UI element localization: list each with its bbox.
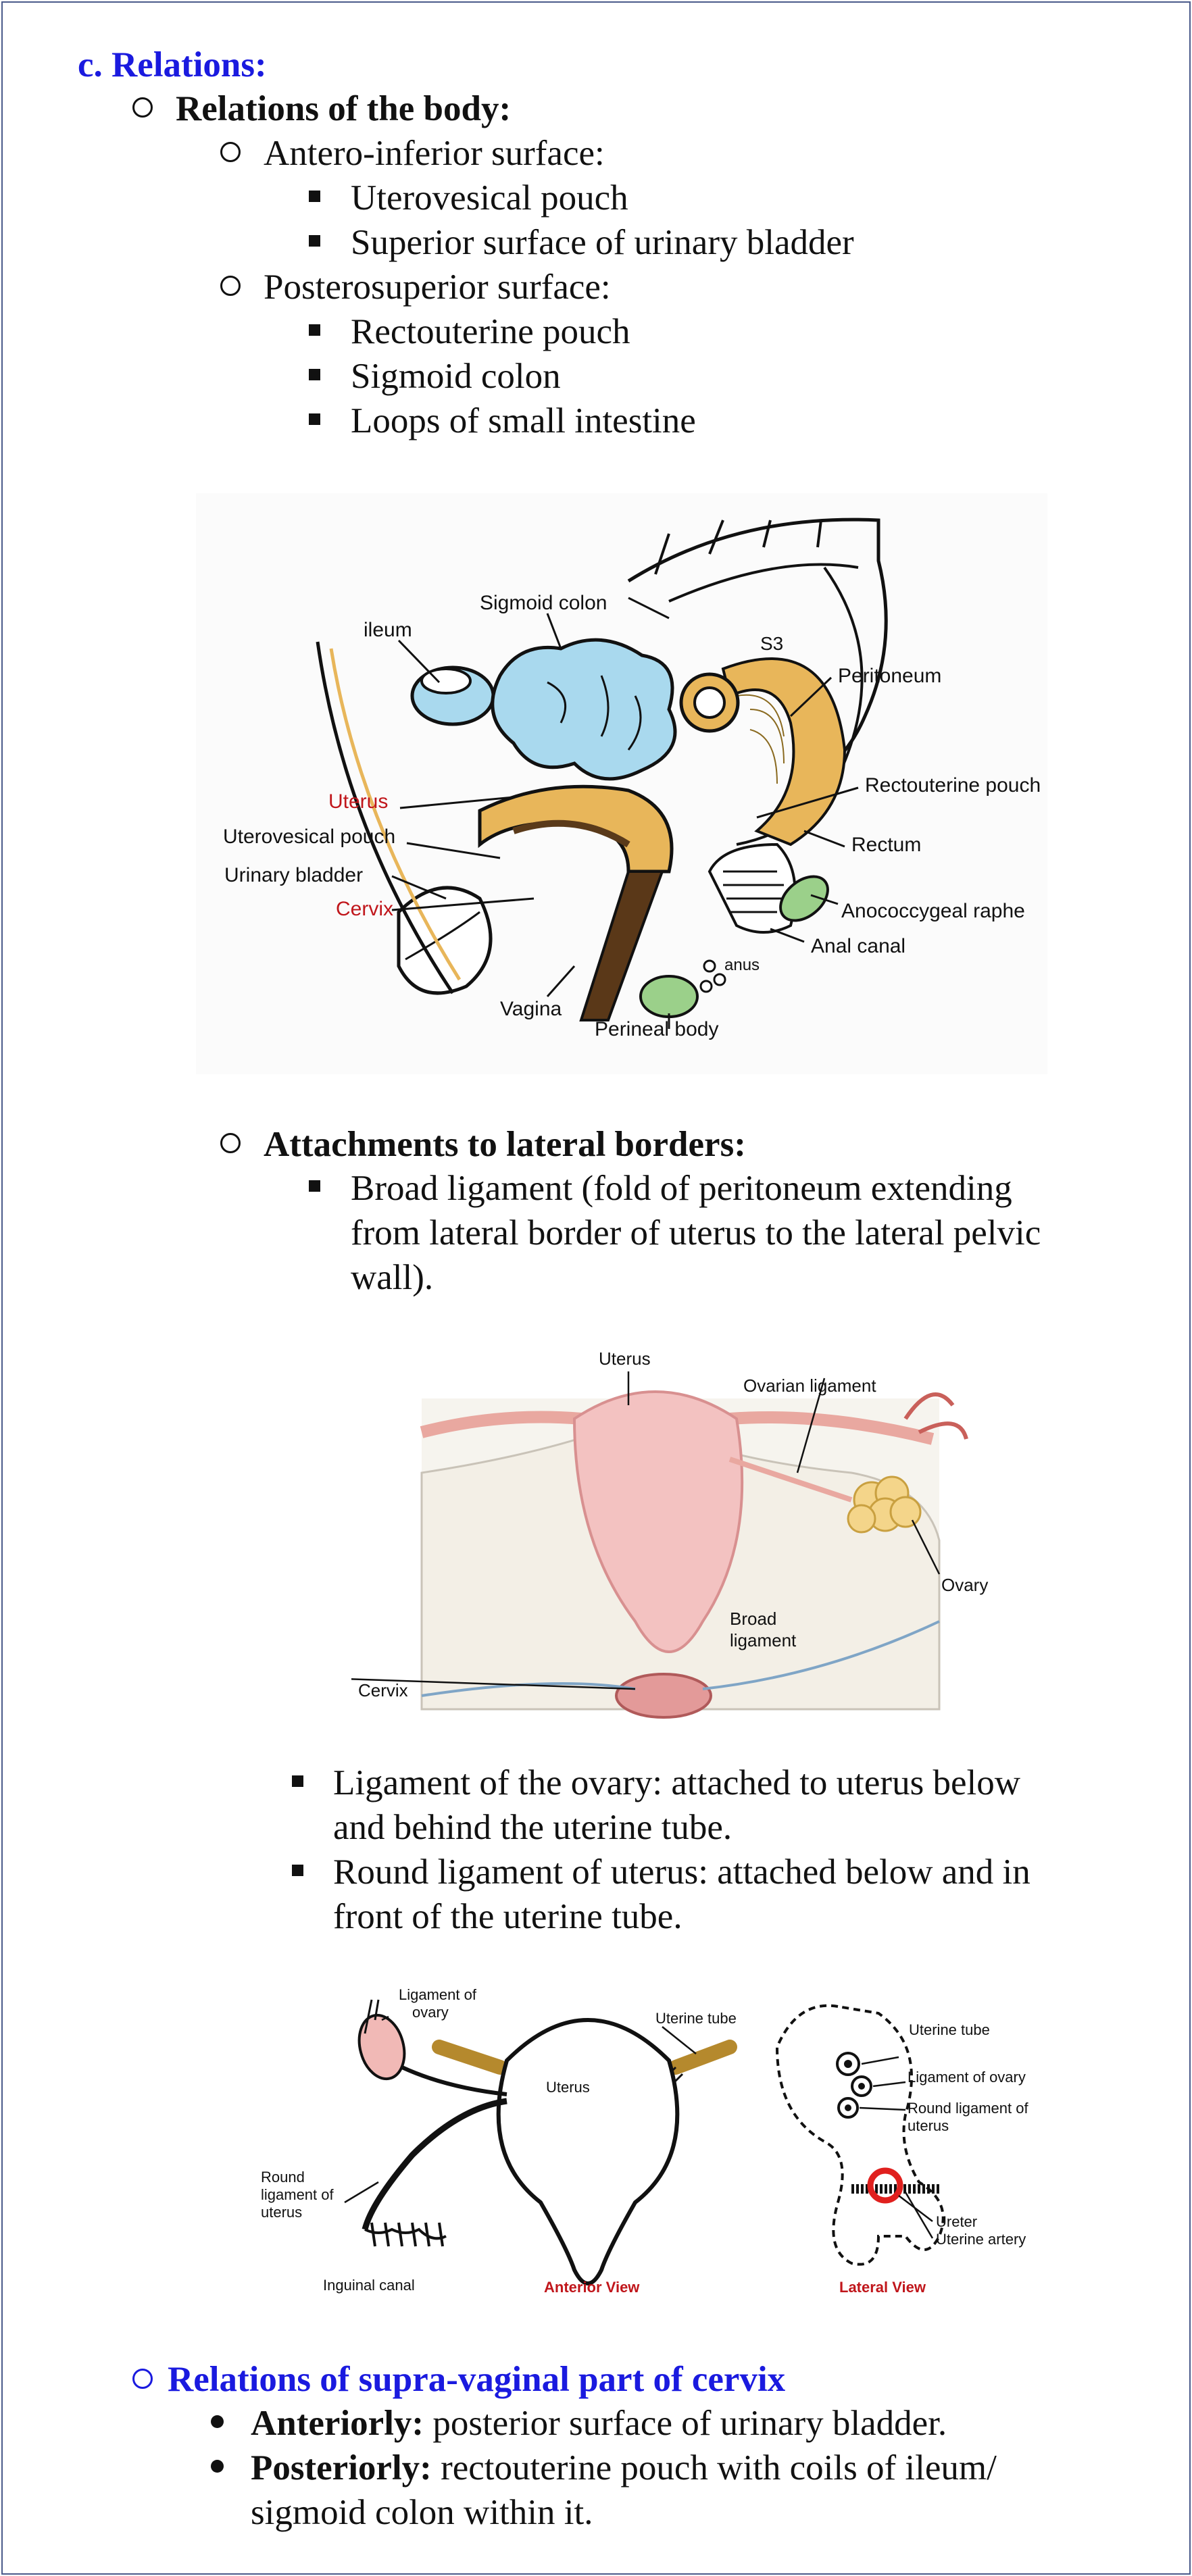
square-bullet-icon: [309, 235, 320, 247]
square-bullet-icon: [309, 324, 320, 336]
antero-inferior-label: Antero-inferior surface:: [264, 134, 605, 173]
label-round-line3: uterus: [261, 2204, 302, 2221]
ovary-ligament-text-line1: Ligament of the ovary: attached to uteru…: [333, 1763, 1020, 1802]
broad-ligament-text-line3: wall).: [351, 1258, 434, 1297]
round-bullet-icon: [211, 2460, 224, 2473]
label-anus: anus: [724, 956, 760, 974]
label-peritoneum: Peritoneum: [838, 665, 941, 687]
label-perineal-body: Perineal body: [595, 1018, 718, 1040]
broad-ligament-text-line1: Broad ligament (fold of peritoneum exten…: [351, 1169, 1012, 1208]
label-ligament-of-ovary-line2: ovary: [412, 2004, 449, 2021]
hollow-bullet-icon: [132, 97, 153, 118]
square-bullet-icon: [309, 413, 320, 425]
cervix-posteriorly-line2: sigmoid colon within it.: [251, 2493, 593, 2532]
list-item: Loops of small intestine: [351, 401, 696, 440]
hollow-bullet-icon: [220, 142, 241, 162]
label-broad-line2: ligament: [730, 1630, 797, 1650]
square-bullet-icon: [309, 1180, 320, 1192]
label-sigmoid-colon: Sigmoid colon: [480, 592, 607, 614]
label-uterovesical-pouch: Uterovesical pouch: [223, 826, 395, 848]
square-bullet-icon: [309, 369, 320, 380]
label-rectouterine-pouch: Rectouterine pouch: [865, 774, 1041, 797]
label-lateral-view: Lateral View: [839, 2279, 926, 2296]
label-uterus: Uterus: [599, 1348, 651, 1369]
label-ileum: ileum: [364, 619, 412, 641]
label-uterine-artery: Uterine artery: [936, 2231, 1026, 2248]
broad-ligament-figure: Uterus Ovarian ligament Ovary Broad liga…: [351, 1348, 988, 1719]
list-item: Sigmoid colon: [351, 357, 561, 396]
label-uterine-tube: Uterine tube: [655, 2010, 737, 2027]
round-ligament-text-line2: front of the uterine tube.: [333, 1897, 682, 1936]
label-vagina: Vagina: [500, 998, 562, 1020]
cervix-anteriorly-line: Anteriorly: posterior surface of urinary…: [251, 2404, 947, 2443]
label-round-line1: Round: [261, 2169, 305, 2186]
label-uterus: Uterus: [546, 2079, 590, 2096]
list-item: Rectouterine pouch: [351, 312, 630, 351]
ligaments-diagram-figure: Ligament of ovary Uterine tube Uterus Ro…: [261, 1986, 1028, 2296]
label-lateral-round-line1: Round ligament of: [908, 2100, 1028, 2117]
section-heading: c. Relations:: [78, 45, 267, 84]
pelvis-sagittal-figure: Sigmoid colon ileum S3 Peritoneum Uterus…: [196, 493, 1047, 1074]
cervix-posteriorly-line: Posteriorly: rectouterine pouch with coi…: [251, 2448, 997, 2487]
label-anococcygeal-raphe: Anococcygeal raphe: [841, 900, 1025, 922]
label-uterus: Uterus: [328, 790, 388, 813]
square-bullet-icon: [309, 191, 320, 202]
label-broad-line1: Broad: [730, 1609, 776, 1629]
square-bullet-icon: [292, 1775, 303, 1787]
hollow-bullet-icon: [220, 1133, 241, 1153]
label-cervix: Cervix: [336, 898, 393, 920]
label-round-line2: ligament of: [261, 2186, 334, 2203]
list-item: Superior surface of urinary bladder: [351, 223, 854, 262]
cervix-relations-title: Relations of supra-vaginal part of cervi…: [168, 2360, 786, 2399]
round-ligament-text-line1: Round ligament of uterus: attached below…: [333, 1852, 1030, 1892]
ovary-ligament-text-line2: and behind the uterine tube.: [333, 1808, 732, 1847]
label-ovary: Ovary: [941, 1575, 988, 1595]
label-lateral-uterine-tube: Uterine tube: [909, 2021, 990, 2038]
label-lateral-round-line2: uterus: [908, 2117, 949, 2134]
hollow-bullet-icon: [132, 2369, 153, 2389]
label-anterior-view: Anterior View: [544, 2279, 640, 2296]
label-ureter: Ureter: [936, 2213, 977, 2230]
list-item: Uterovesical pouch: [351, 178, 628, 218]
label-ovarian-ligament: Ovarian ligament: [743, 1375, 876, 1396]
broad-ligament-text-line2: from lateral border of uterus to the lat…: [351, 1213, 1041, 1253]
label-ligament-of-ovary-line1: Ligament of: [399, 1986, 477, 2003]
label-anal-canal: Anal canal: [811, 935, 905, 957]
label-inguinal-canal: Inguinal canal: [323, 2277, 415, 2294]
attachments-title: Attachments to lateral borders:: [264, 1125, 746, 1164]
label-urinary-bladder: Urinary bladder: [224, 864, 363, 886]
label-cervix: Cervix: [358, 1680, 408, 1700]
body-relations-title: Relations of the body:: [176, 89, 512, 128]
hollow-bullet-icon: [220, 276, 241, 296]
round-bullet-icon: [211, 2415, 224, 2428]
postero-superior-label: Posterosuperior surface:: [264, 268, 611, 307]
square-bullet-icon: [292, 1865, 303, 1876]
label-rectum: Rectum: [851, 834, 921, 856]
label-s3: S3: [760, 633, 783, 654]
label-lateral-ligament-of-ovary: Ligament of ovary: [908, 2069, 1026, 2086]
